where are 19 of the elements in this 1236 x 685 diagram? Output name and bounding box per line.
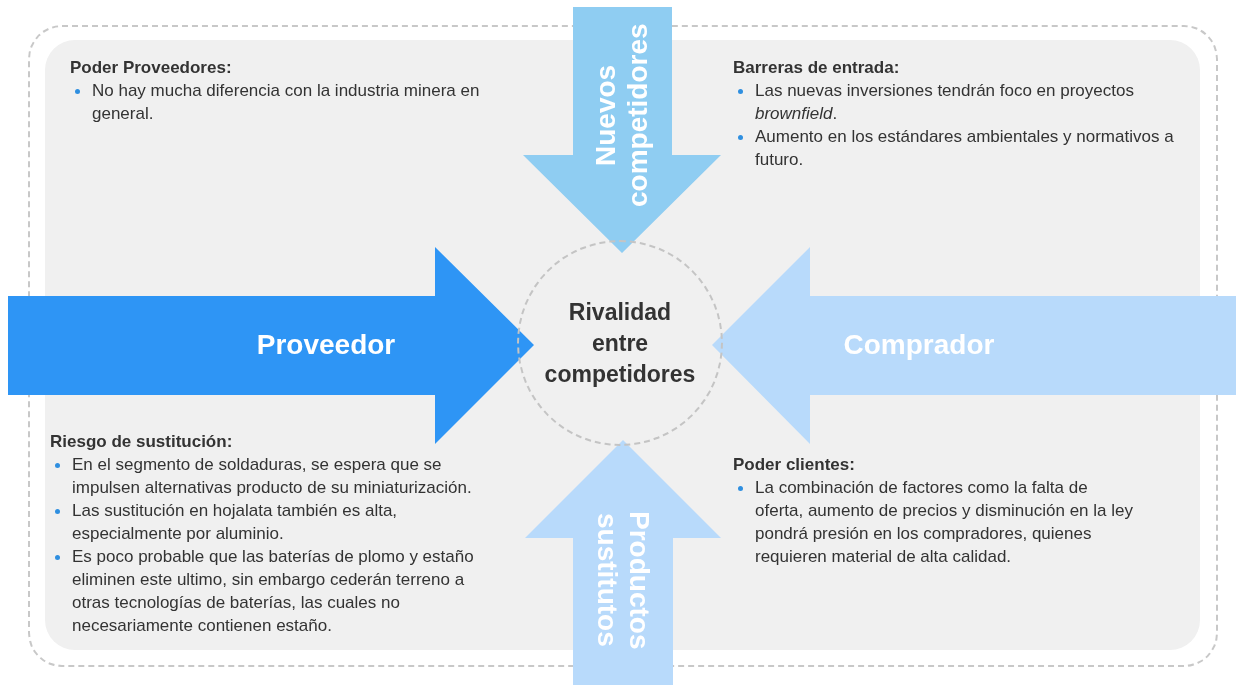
center-circle: Rivalidad entre competidores [517, 240, 723, 446]
block-arrow [712, 247, 1236, 444]
arrow-label: Nuevos competidores [590, 22, 654, 209]
bullet-text: En el segmento de soldaduras, se espera que se impulsen alternativas producto de su miniaturización. [72, 455, 472, 497]
bullet-text: No hay mucha diferencia con la industria minera en general. [92, 81, 480, 123]
arrow-label: Productos sustitutos [591, 509, 655, 652]
section-heading: Riesgo de sustitución: [50, 431, 234, 453]
bullet-text: Aumento en los estándares ambientales y normativos a futuro. [755, 127, 1174, 169]
block-arrow [523, 7, 721, 253]
bullet-text: Las sustitución en hojalata también es alta, especialmente por aluminio. [72, 501, 398, 543]
section-heading: Poder Proveedores: [70, 57, 233, 79]
bullet-text: Es poco probable que las baterías de plomo y estaño eliminen este ultimo, sin embargo cederán terreno a otras tecnologías de baterías, las cuales no necesariamente contienen estaño. [72, 547, 474, 635]
section-heading: Poder clientes: [733, 454, 856, 476]
arrow-label: Comprador [843, 329, 995, 361]
block-arrow [525, 440, 721, 685]
arrow-label: Proveedor [256, 329, 396, 361]
bullet-text: Las nuevas inversiones tendrán foco en proyectos brownfield. [755, 81, 1134, 123]
bullet-text: La combinación de factores como la falta de oferta, aumento de precios y disminución en la ley pondrá presión en los compradores, quienes requieren material de alta calidad. [755, 478, 1133, 566]
section-heading: Barreras de entrada: [733, 57, 901, 79]
